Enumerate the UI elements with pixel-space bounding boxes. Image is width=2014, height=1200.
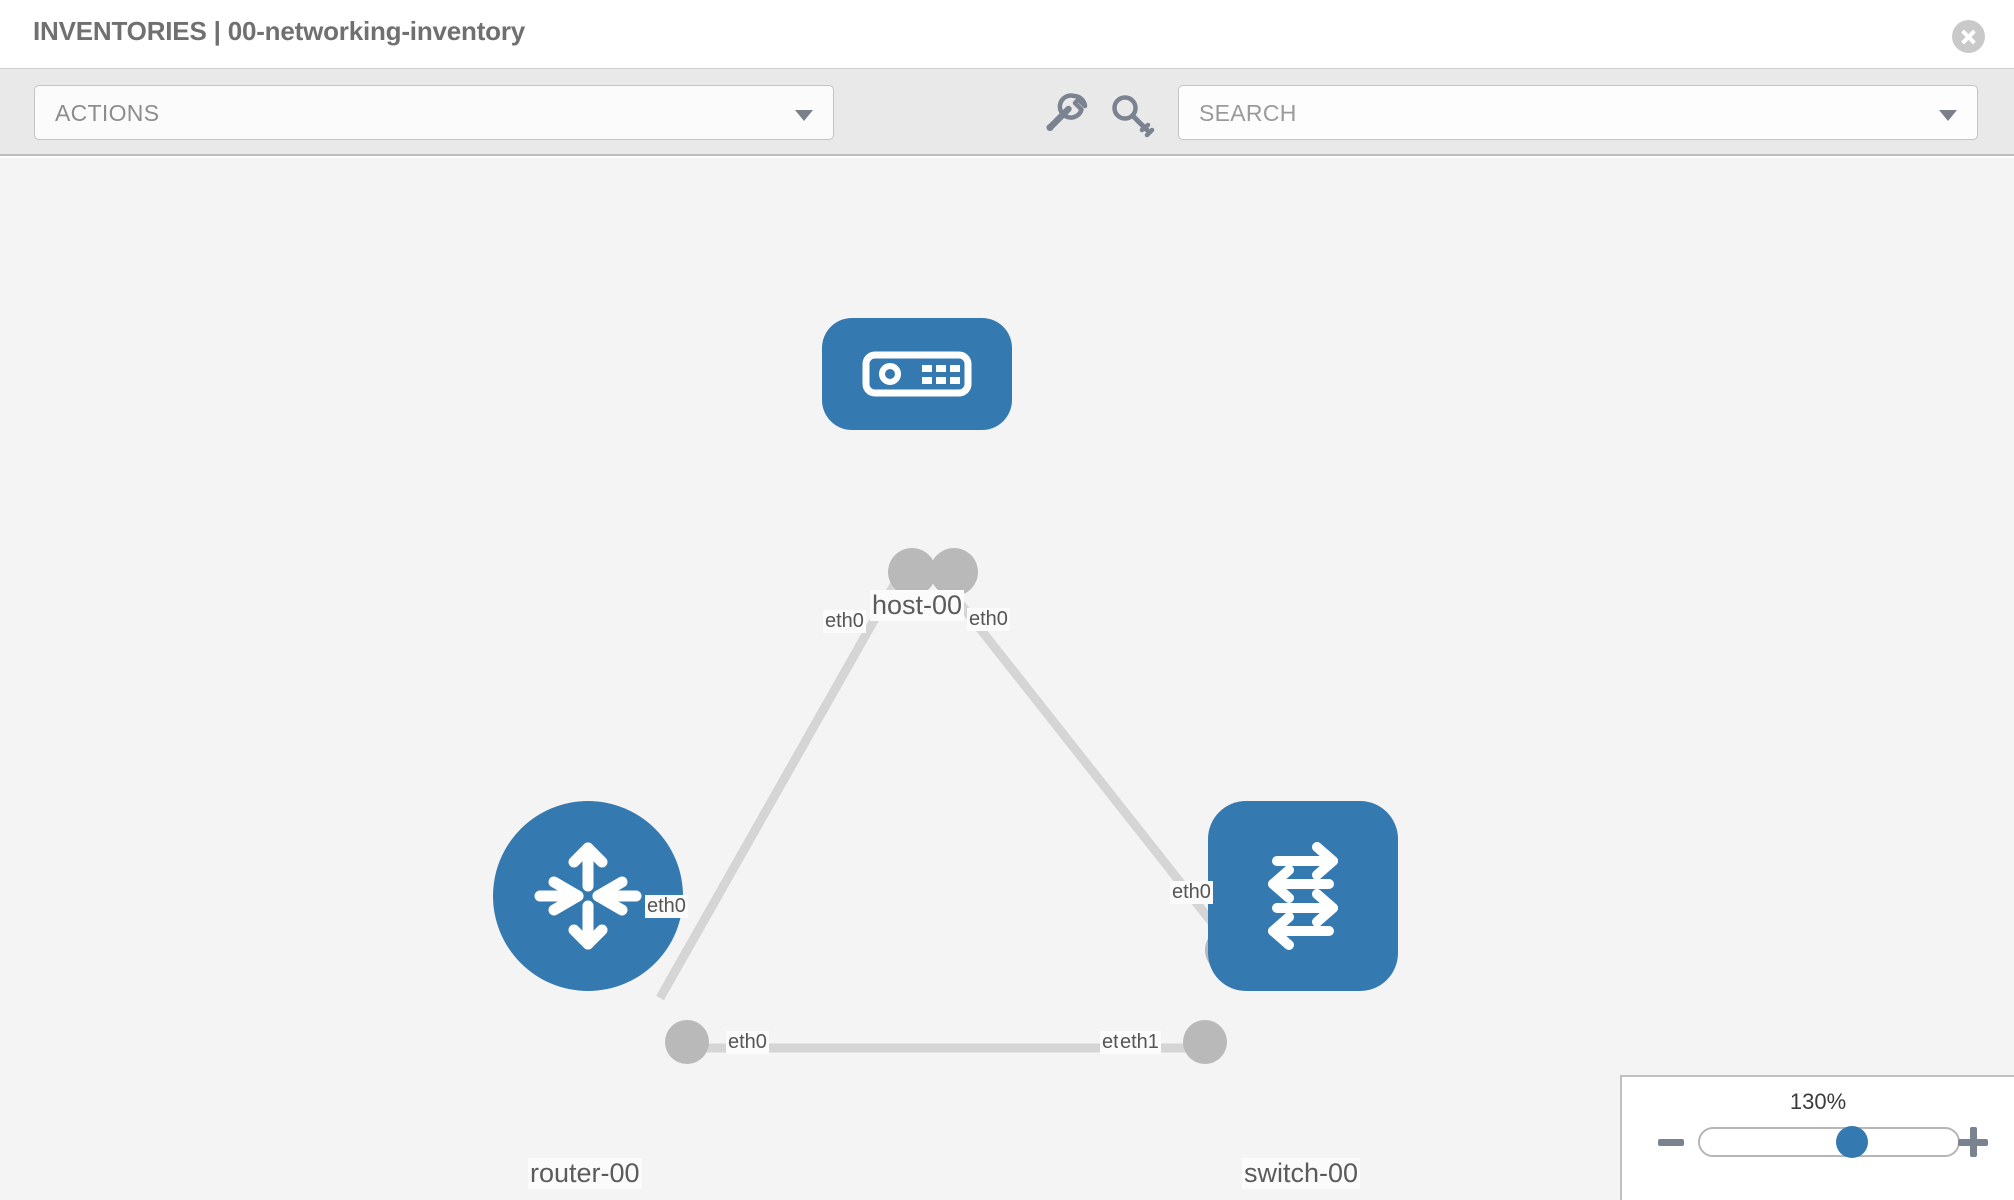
search-input[interactable]: SEARCH [1178,85,1978,140]
router-icon [534,842,642,950]
node-label-switch-00: switch-00 [1242,1158,1361,1189]
chevron-down-icon[interactable] [1939,110,1957,121]
link-router00-host00[interactable] [656,575,902,1001]
edge-label-host00-eth0-left: eth0 [823,610,866,633]
node-label-host-00: host-00 [870,590,965,621]
topology-canvas[interactable]: host-00 router-00 [0,158,2014,1200]
server-icon [862,351,972,397]
topology-links [656,575,1244,1053]
wrench-icon[interactable] [1038,87,1090,139]
node-switch-00-shape[interactable] [1208,801,1398,991]
port-router00-eth0-right[interactable] [665,1020,709,1064]
close-icon[interactable] [1952,20,1985,53]
node-host-00-shape[interactable] [822,318,1012,430]
toolbar: ACTIONS SEARCH [0,68,2014,156]
page-header: INVENTORIES | 00-networking-inventory [0,0,2014,68]
page-title: INVENTORIES | 00-networking-inventory [33,16,526,46]
zoom-slider-thumb[interactable] [1836,1126,1868,1158]
actions-dropdown-label: ACTIONS [55,100,160,126]
key-icon[interactable] [1104,87,1156,139]
port-switch00-eth1-left[interactable] [1183,1020,1227,1064]
search-placeholder: SEARCH [1199,100,1297,126]
zoom-level-value: 130% [1789,1089,1847,1114]
port-host00-eth0-right[interactable] [930,548,978,596]
node-label-router-00: router-00 [528,1158,642,1189]
zoom-control-panel: 130% [1620,1075,2014,1200]
edge-label-router00-eth0-up: eth0 [645,895,688,918]
edge-label-router00-eth0-right: eth0 [726,1031,769,1054]
zoom-slider-track[interactable] [1698,1127,1960,1157]
switch-icon [1268,842,1338,950]
edge-label-host00-eth0-right: eth0 [967,608,1010,631]
edge-label-switch00-eth1: eth1 [1118,1031,1161,1054]
actions-dropdown[interactable]: ACTIONS [34,85,834,140]
edge-label-switch00-eth0-up: eth0 [1170,881,1213,904]
zoom-out-button[interactable] [1658,1139,1684,1146]
chevron-down-icon [795,110,813,121]
port-host00-eth0-left[interactable] [888,548,936,596]
zoom-in-button[interactable] [1958,1127,1988,1157]
